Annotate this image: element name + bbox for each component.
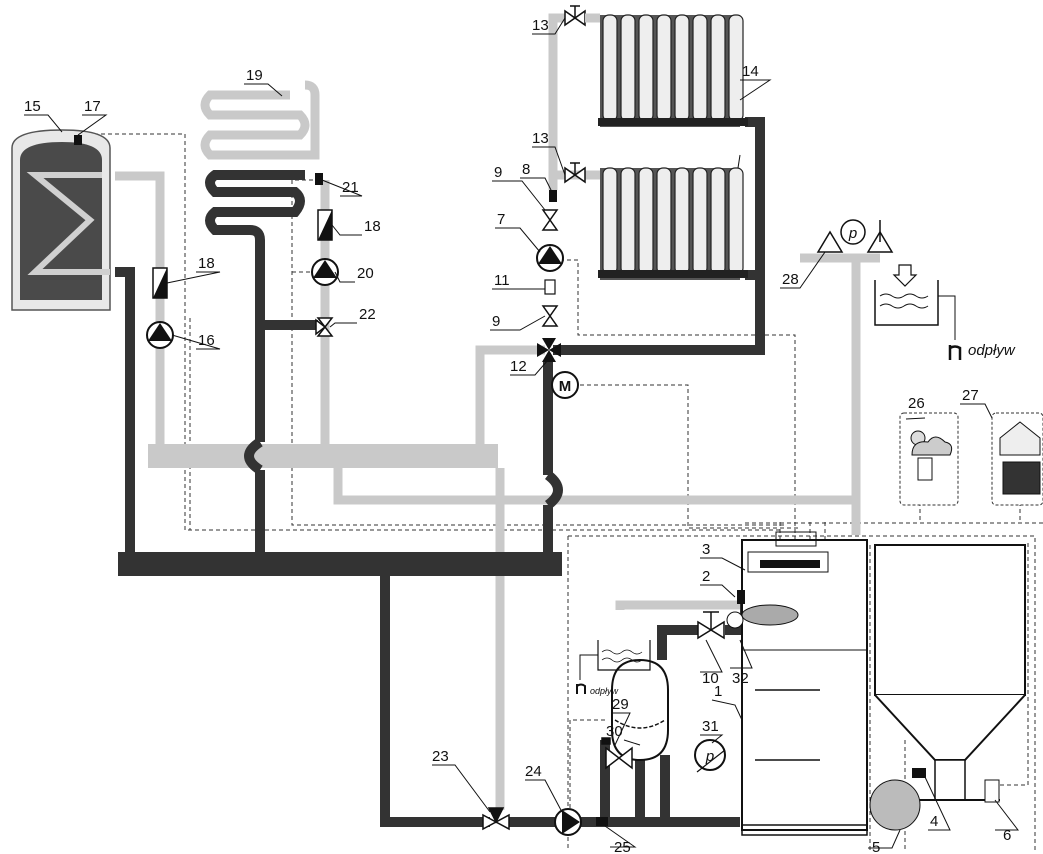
label-21: 21 bbox=[342, 179, 359, 196]
label-20: 20 bbox=[357, 265, 374, 282]
label-7: 7 bbox=[497, 211, 505, 228]
label-16: 16 bbox=[198, 332, 215, 349]
label-9b: 9 bbox=[492, 313, 500, 330]
label-25: 25 bbox=[614, 839, 631, 854]
three-way-valve-icon bbox=[315, 317, 334, 337]
pump-icon bbox=[554, 808, 582, 836]
label-18b: 18 bbox=[364, 218, 381, 235]
valve-icon bbox=[541, 209, 559, 231]
check-valve-icon bbox=[152, 267, 168, 299]
pressure-reducer-group bbox=[816, 219, 894, 253]
weather-sensor-icon bbox=[899, 412, 959, 506]
check-valve-icon bbox=[317, 209, 333, 241]
boiler-icon bbox=[726, 531, 868, 836]
drain-icon bbox=[576, 640, 651, 694]
label-24: 24 bbox=[525, 763, 542, 780]
label-8: 8 bbox=[522, 161, 530, 178]
pump-icon bbox=[146, 321, 174, 349]
radiator-icon bbox=[598, 14, 748, 127]
return-pipes bbox=[115, 117, 765, 827]
room-panel-icon bbox=[991, 412, 1043, 506]
component-labels: 15 17 19 21 18 20 22 18 16 13 13 14 8 9 … bbox=[24, 17, 1011, 854]
label-13a: 13 bbox=[532, 17, 549, 34]
pressure-gauge-icon: p bbox=[694, 739, 726, 773]
label-30: 30 bbox=[606, 723, 623, 740]
label-5: 5 bbox=[872, 839, 880, 854]
label-27: 27 bbox=[962, 387, 979, 404]
label-12: 12 bbox=[510, 358, 527, 375]
label-23: 23 bbox=[432, 748, 449, 765]
control-signal-lines bbox=[80, 133, 1043, 850]
label-11: 11 bbox=[494, 272, 510, 289]
three-way-valve-icon bbox=[537, 338, 561, 362]
label-22: 22 bbox=[359, 306, 376, 323]
label-2: 2 bbox=[702, 568, 710, 585]
pump-icon bbox=[311, 258, 339, 286]
label-6: 6 bbox=[1003, 827, 1011, 844]
label-9a: 9 bbox=[494, 164, 502, 181]
pump-icon bbox=[536, 244, 564, 272]
pressure-symbol-28: p bbox=[848, 225, 857, 242]
label-26: 26 bbox=[908, 395, 925, 412]
label-10: 10 bbox=[702, 670, 719, 687]
label-17: 17 bbox=[84, 98, 101, 115]
pressure-symbol: p bbox=[705, 748, 714, 765]
label-19: 19 bbox=[246, 67, 263, 84]
supply-pipes bbox=[115, 13, 880, 810]
drain-label-top: odpływ bbox=[968, 342, 1016, 359]
label-4: 4 bbox=[930, 813, 938, 830]
pellet-hopper-icon bbox=[869, 544, 1026, 831]
label-15: 15 bbox=[24, 98, 41, 115]
label-28: 28 bbox=[782, 271, 799, 288]
leader-lines bbox=[24, 17, 1020, 849]
valve-icon bbox=[564, 162, 586, 184]
label-13b: 13 bbox=[532, 130, 549, 147]
valve-icon bbox=[564, 5, 586, 27]
label-14: 14 bbox=[742, 63, 759, 80]
label-18a: 18 bbox=[198, 255, 215, 272]
radiator-icon bbox=[598, 167, 748, 280]
drain-icon bbox=[874, 264, 962, 360]
motor-label: M bbox=[559, 378, 572, 395]
three-way-valve-icon bbox=[482, 807, 510, 831]
label-3: 3 bbox=[702, 541, 710, 558]
label-29: 29 bbox=[612, 696, 629, 713]
valve-icon bbox=[697, 611, 725, 640]
label-1: 1 bbox=[714, 683, 722, 700]
label-31: 31 bbox=[702, 718, 719, 735]
hot-water-tank bbox=[11, 129, 111, 311]
valve-icon bbox=[601, 737, 633, 770]
actuator-motor: M bbox=[551, 371, 579, 399]
label-32: 32 bbox=[732, 670, 749, 687]
valve-icon bbox=[541, 305, 559, 327]
drain-label-bottom: odpływ bbox=[590, 686, 619, 696]
